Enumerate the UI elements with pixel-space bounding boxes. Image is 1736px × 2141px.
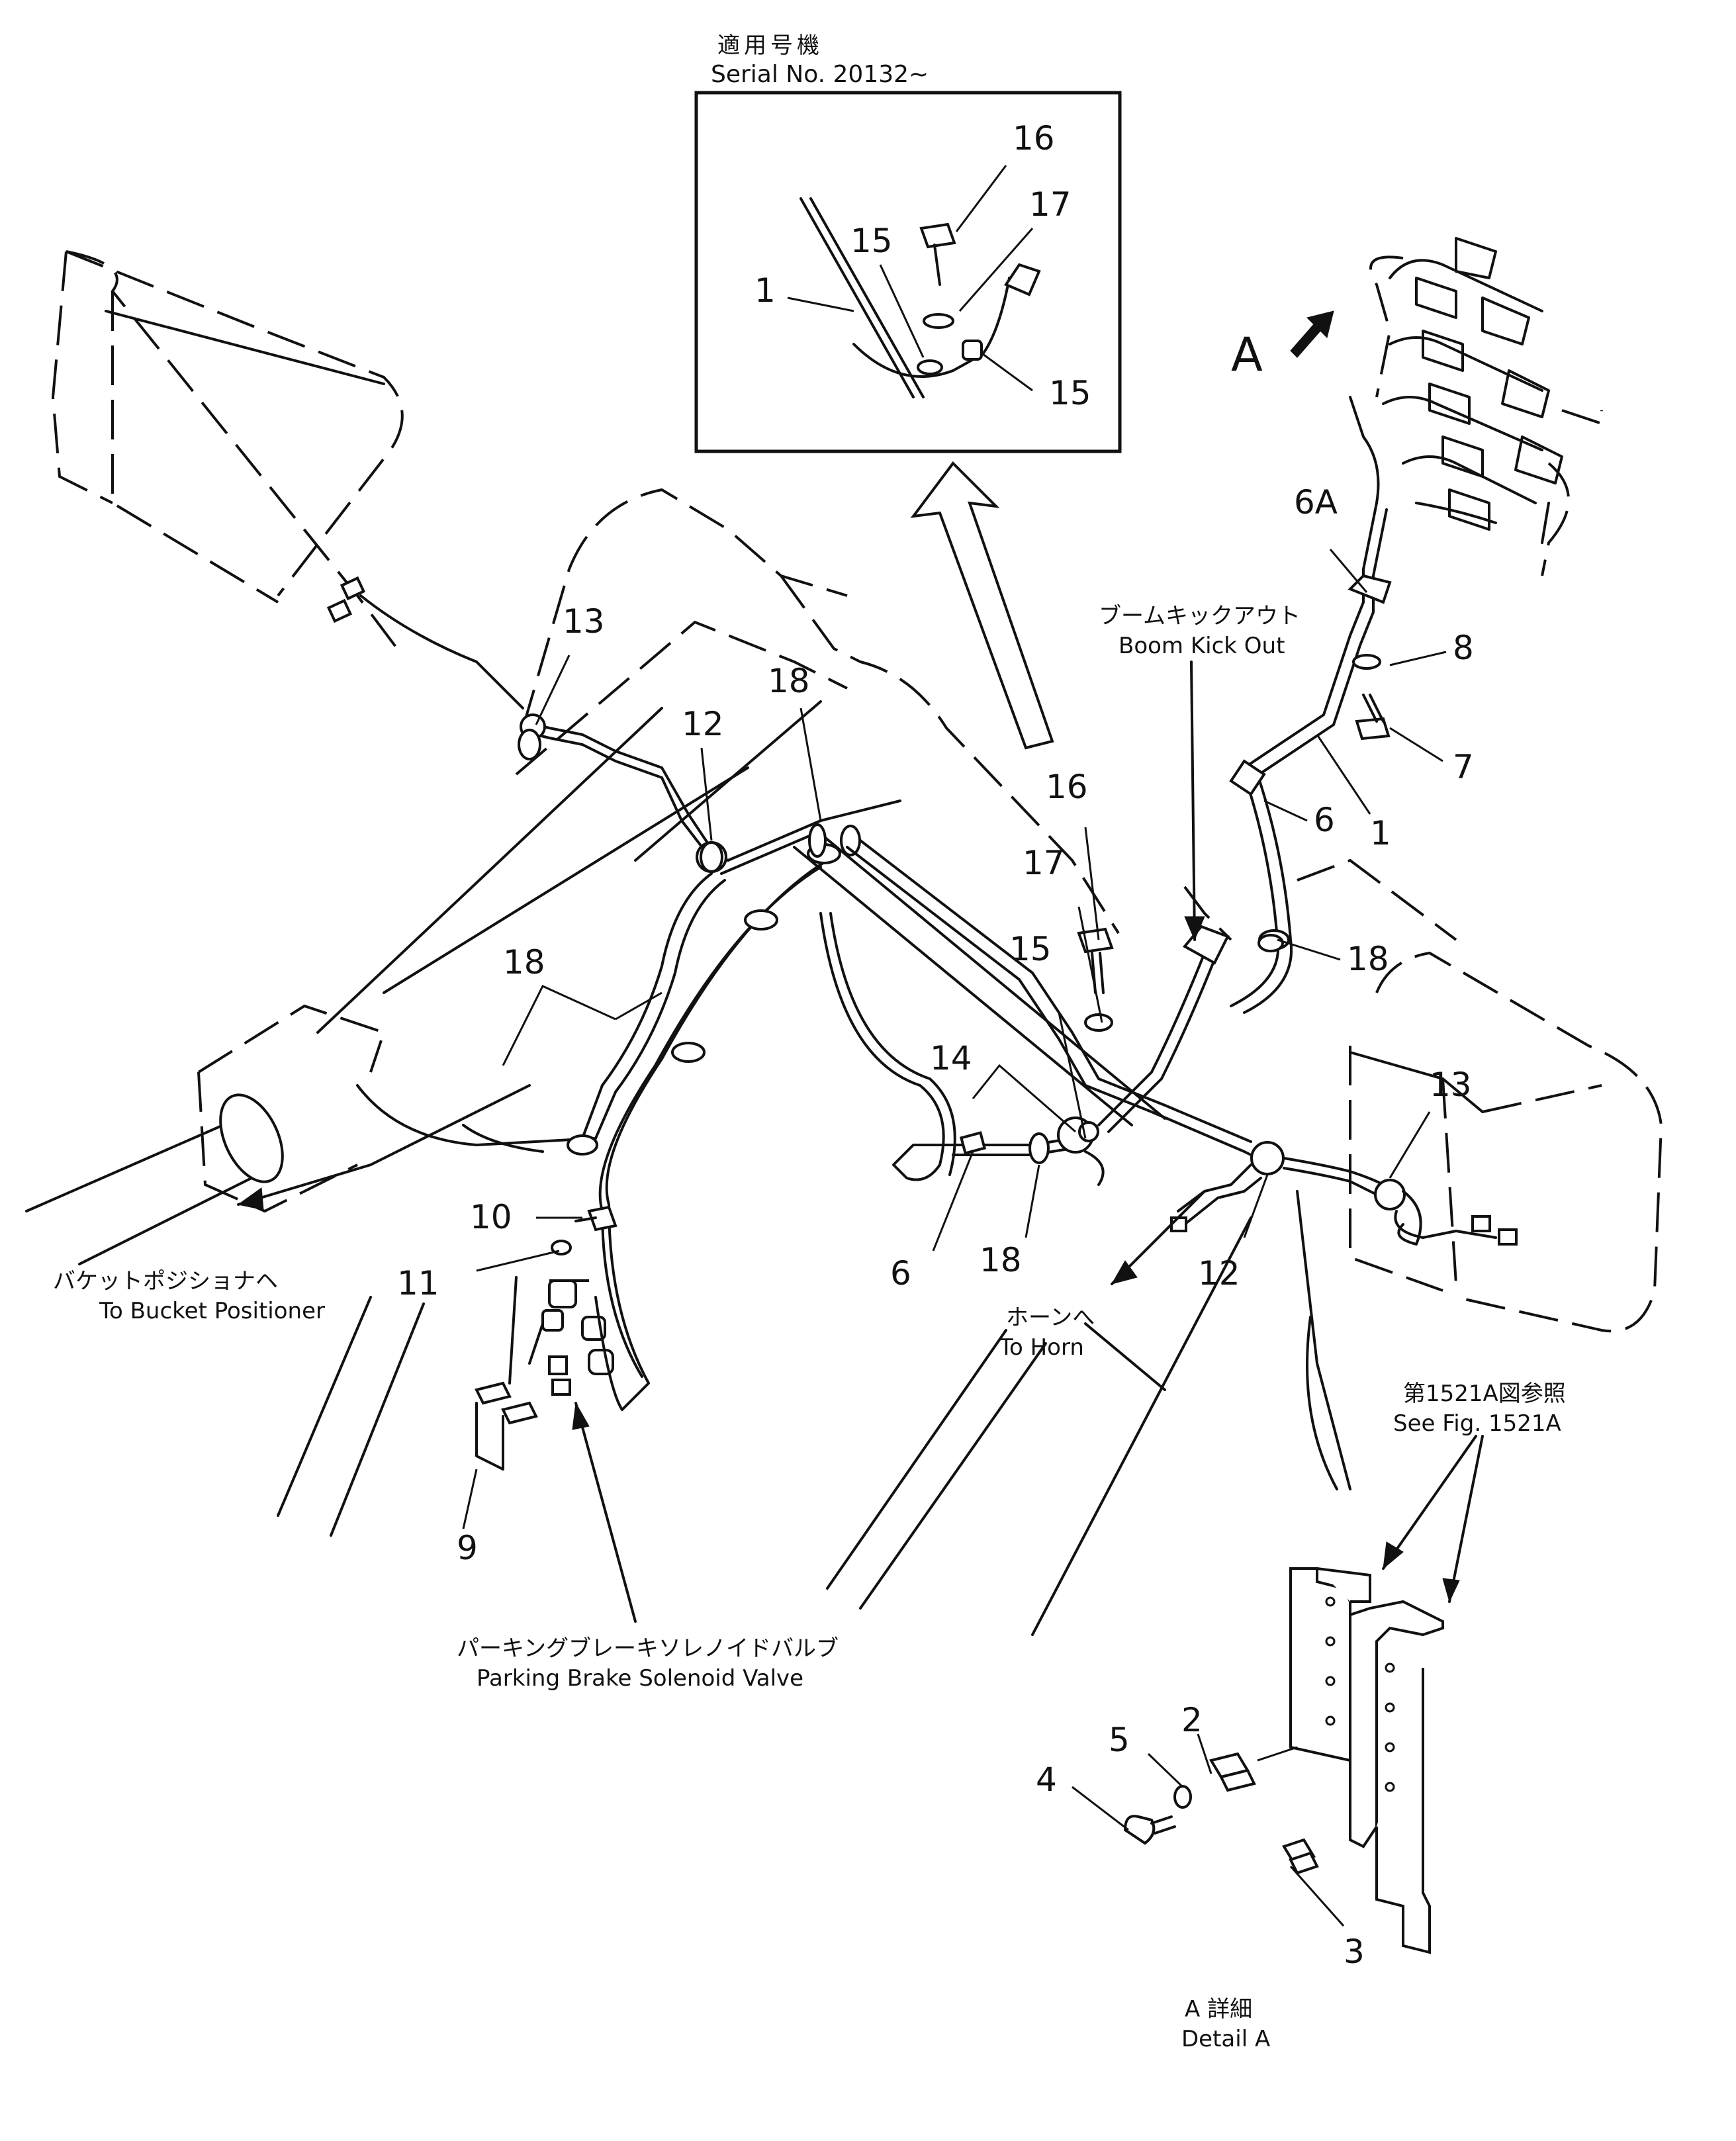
inset-bolt-shank [933, 244, 941, 286]
inset-callout-17: 17 [1029, 185, 1072, 224]
inset-leader-15a [879, 264, 925, 358]
parking-brake-en: Parking Brake Solenoid Valve [477, 1665, 804, 1692]
callout-12-right: 12 [1198, 1254, 1240, 1293]
callout-8: 8 [1453, 629, 1474, 667]
boom-kick-out-arrowhead [1184, 916, 1205, 941]
inset-callout-15b: 15 [1049, 374, 1091, 412]
axle-tube-end [219, 1093, 284, 1183]
see-fig-jp: 第1521A図参照 [1403, 1381, 1566, 1407]
main-harness-left [520, 713, 901, 1385]
inset-frame-edge [799, 197, 915, 398]
horn-en: To Horn [999, 1334, 1084, 1361]
inset-callout-1: 1 [754, 271, 776, 310]
callout-11: 11 [397, 1264, 439, 1302]
inset-frame-edge-2 [809, 197, 925, 398]
callout-6a: 6A [1294, 483, 1338, 522]
parking-brake-arrow-line [574, 1402, 637, 1623]
callout-13-left: 13 [563, 602, 605, 641]
inset-leader-15b [982, 353, 1033, 392]
detail-a-brackets [1289, 1567, 1444, 1954]
callout-18-left: 18 [503, 943, 545, 981]
inset-connector [1004, 263, 1041, 296]
inset-washer [923, 313, 954, 329]
inset-harness [852, 277, 1011, 378]
callout-12-left: 12 [682, 705, 724, 743]
callout-15: 15 [1009, 930, 1052, 968]
see-fig-arrow-2 [1448, 1435, 1484, 1603]
callout-13-right: 13 [1430, 1066, 1472, 1104]
inset-leader-16 [955, 165, 1007, 232]
callout-3: 3 [1344, 1933, 1365, 1971]
bolt-10 [551, 1205, 617, 1255]
central-frame [316, 488, 1232, 1126]
inset-bolt-head [919, 222, 956, 249]
inset-pointer-arrow [910, 461, 1054, 750]
inset-clamp [917, 359, 943, 375]
bolt-16-center [1077, 927, 1114, 1032]
left-axle-housing [25, 1004, 597, 1265]
inset-leader-17 [958, 228, 1034, 312]
harness-clips [567, 825, 861, 1156]
inset-clip [962, 340, 983, 361]
upper-right-harness [1229, 396, 1392, 1014]
bucket-positioner-arrowhead [237, 1187, 264, 1210]
bucket-positioner-jp: バケットポジショナヘ [53, 1268, 278, 1295]
inset-detail [694, 91, 1122, 453]
inset-callout-15a: 15 [850, 222, 893, 260]
callout-18-bottom: 18 [980, 1241, 1022, 1279]
inset-callout-16: 16 [1013, 119, 1055, 158]
callout-14: 14 [930, 1039, 972, 1077]
horn-jp: ホーンへ [1006, 1304, 1095, 1331]
callout-1: 1 [1370, 814, 1391, 852]
callout-9: 9 [457, 1529, 478, 1567]
callout-4: 4 [1036, 1760, 1057, 1799]
boom-kick-out-en: Boom Kick Out [1119, 633, 1285, 659]
callout-2: 2 [1181, 1701, 1203, 1739]
callout-6-bottom: 6 [890, 1254, 911, 1293]
left-upper-housing [51, 250, 404, 650]
inset-serial: Serial No. 20132~ [711, 61, 929, 88]
see-fig-arrowhead-2 [1442, 1578, 1460, 1603]
inset-title-jp: 適用号機 [717, 32, 823, 59]
top-left-connectors [326, 576, 524, 709]
detail-a-en: Detail A [1181, 2026, 1271, 2052]
boom-kick-out-jp: ブームキックアウト [1099, 603, 1301, 629]
part-9-connector [475, 1381, 538, 1471]
see-fig-arrow-1 [1382, 1435, 1477, 1570]
parking-brake-jp: パーキングブレーキソレノイドバルブ [457, 1635, 839, 1662]
control-valve-stack [1369, 237, 1603, 576]
detail-a-jp: A 詳細 [1185, 1996, 1253, 2023]
callout-17: 17 [1023, 844, 1065, 882]
boom-kick-out-arrow-line [1190, 661, 1196, 941]
see-fig-en: See Fig. 1521A [1393, 1410, 1561, 1437]
see-fig-arrowhead-1 [1383, 1541, 1404, 1570]
callout-5: 5 [1109, 1721, 1130, 1759]
horn-arrowhead [1111, 1260, 1138, 1285]
inset-leader-1 [787, 296, 854, 312]
view-a-label: A [1231, 328, 1263, 382]
parking-brake-arrowhead [572, 1402, 590, 1430]
view-a-arrow [1290, 310, 1334, 358]
callout-18-top: 18 [768, 662, 810, 700]
callout-18-mid: 18 [1347, 940, 1389, 978]
parking-brake-solenoid-cluster [508, 1276, 650, 1411]
bucket-positioner-en: To Bucket Positioner [99, 1298, 325, 1324]
bolt-7 [1352, 654, 1391, 741]
detail-a-small-parts [1123, 1752, 1319, 1875]
callout-16: 16 [1046, 768, 1088, 806]
right-rear-housing [1084, 858, 1663, 1490]
callout-6-top: 6 [1314, 801, 1335, 839]
callout-10: 10 [470, 1198, 512, 1236]
callout-leaders [462, 549, 1447, 1927]
clamp-parts [518, 729, 1284, 952]
chassis-rails [277, 1216, 1338, 1636]
inset-frame [694, 91, 1122, 453]
callout-7: 7 [1453, 748, 1474, 786]
